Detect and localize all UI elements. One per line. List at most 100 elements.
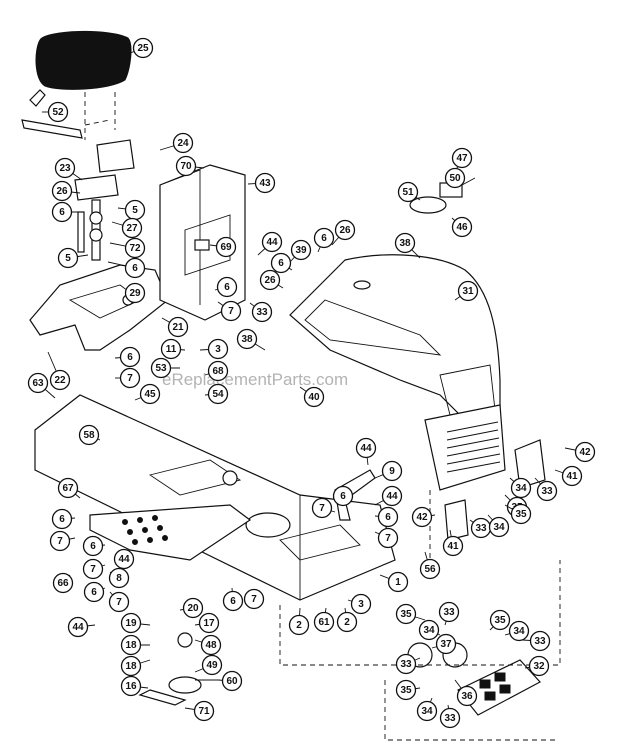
callout-circle — [132, 37, 154, 59]
callout-7: 7 — [217, 300, 242, 322]
callout-67: 67 — [57, 477, 81, 499]
callout-circle — [221, 670, 243, 692]
callout-label: 35 — [515, 509, 527, 520]
callout-circle — [119, 367, 141, 389]
callout-circle — [67, 616, 89, 638]
seat — [35, 31, 132, 90]
seat-spring-assembly — [74, 174, 119, 261]
callout-circle — [416, 700, 438, 722]
callout-circle — [207, 360, 229, 382]
callout-label: 24 — [177, 138, 189, 149]
callout-circle — [332, 485, 354, 507]
callout-label: 6 — [321, 233, 327, 244]
assembly-line — [279, 560, 561, 666]
callout-44: 44 — [374, 485, 403, 507]
callout-circle — [394, 232, 416, 254]
callout-label: 8 — [116, 573, 122, 584]
callout-31: 31 — [454, 280, 479, 302]
callout-circle — [49, 369, 71, 391]
callout-label: 6 — [59, 207, 65, 218]
callout-label: 56 — [424, 564, 436, 575]
callout-circle — [47, 101, 69, 123]
callout-label: 33 — [256, 307, 268, 318]
callout-circle — [313, 227, 335, 249]
callout-circle — [49, 530, 71, 552]
callout-label: 41 — [447, 541, 459, 552]
callout-circle — [82, 535, 104, 557]
callout-label: 11 — [166, 344, 177, 355]
callout-circle — [182, 597, 204, 619]
callout-51: 51 — [397, 181, 421, 203]
callout-label: 41 — [566, 471, 578, 482]
callout-40: 40 — [299, 386, 325, 408]
callout-label: 6 — [132, 263, 138, 274]
callout-label: 6 — [224, 282, 230, 293]
callout-label: 33 — [400, 659, 412, 670]
callout-35: 35 — [489, 609, 511, 631]
callout-3: 3 — [347, 593, 372, 615]
callout-circle — [336, 611, 358, 633]
callout-7: 7 — [243, 588, 265, 610]
callout-label: 51 — [402, 187, 414, 198]
callout-circle — [108, 567, 130, 589]
callout-16: 16 — [120, 675, 149, 697]
callout-17: 17 — [194, 612, 220, 634]
callout-24: 24 — [159, 132, 194, 154]
callout-label: 50 — [449, 173, 461, 184]
footrest — [89, 504, 252, 561]
callout-circle — [451, 216, 473, 238]
callout-label: 7 — [228, 306, 234, 317]
callout-20: 20 — [179, 597, 204, 619]
callout-circle — [82, 558, 104, 580]
callout-label: 6 — [385, 512, 391, 523]
grille — [424, 404, 506, 491]
callout-label: 17 — [203, 618, 215, 629]
callout-label: 26 — [56, 186, 68, 197]
callout-label: 66 — [57, 578, 69, 589]
callout-18: 18 — [120, 634, 150, 656]
callout-3: 3 — [199, 338, 229, 360]
callout-26: 26 — [51, 180, 81, 202]
callout-circle — [120, 634, 142, 656]
callout-circle — [243, 588, 265, 610]
callout-33: 33 — [438, 601, 460, 626]
callout-71: 71 — [184, 700, 215, 722]
callout-label: 39 — [295, 245, 307, 256]
callout-9: 9 — [374, 460, 403, 482]
callout-label: 34 — [493, 522, 505, 533]
watermark: eReplacementParts.com — [162, 370, 348, 389]
callout-circle — [124, 282, 146, 304]
callout-label: 48 — [205, 640, 217, 651]
callout-32: 32 — [524, 655, 550, 677]
callout-circle — [259, 269, 281, 291]
callout-circle — [451, 147, 473, 169]
callout-37: 37 — [431, 633, 457, 655]
callout-circle — [510, 477, 532, 499]
callout-circle — [270, 252, 292, 274]
callout-7: 7 — [115, 367, 141, 389]
callout-label: 43 — [259, 178, 271, 189]
callout-circle — [395, 603, 417, 625]
callout-label: 60 — [226, 676, 238, 687]
callout-circle — [395, 653, 417, 675]
callout-circle — [489, 609, 511, 631]
callout-label: 7 — [319, 503, 325, 514]
callout-7: 7 — [82, 558, 106, 580]
callout-46: 46 — [451, 216, 473, 238]
callout-44: 44 — [113, 548, 135, 570]
callout-label: 2 — [296, 620, 302, 631]
callout-72: 72 — [109, 237, 146, 259]
callout-label: 70 — [180, 161, 192, 172]
callout-circle — [51, 180, 73, 202]
callout-label: 18 — [125, 640, 137, 651]
callout-6: 6 — [222, 587, 244, 612]
callout-label: 23 — [59, 163, 71, 174]
callout-26: 26 — [331, 219, 356, 246]
callout-circle — [172, 132, 194, 154]
callout-circle — [121, 217, 143, 239]
callout-circle — [207, 338, 229, 360]
callout-34: 34 — [504, 620, 530, 642]
callout-33: 33 — [249, 301, 273, 323]
callout-48: 48 — [194, 634, 222, 656]
